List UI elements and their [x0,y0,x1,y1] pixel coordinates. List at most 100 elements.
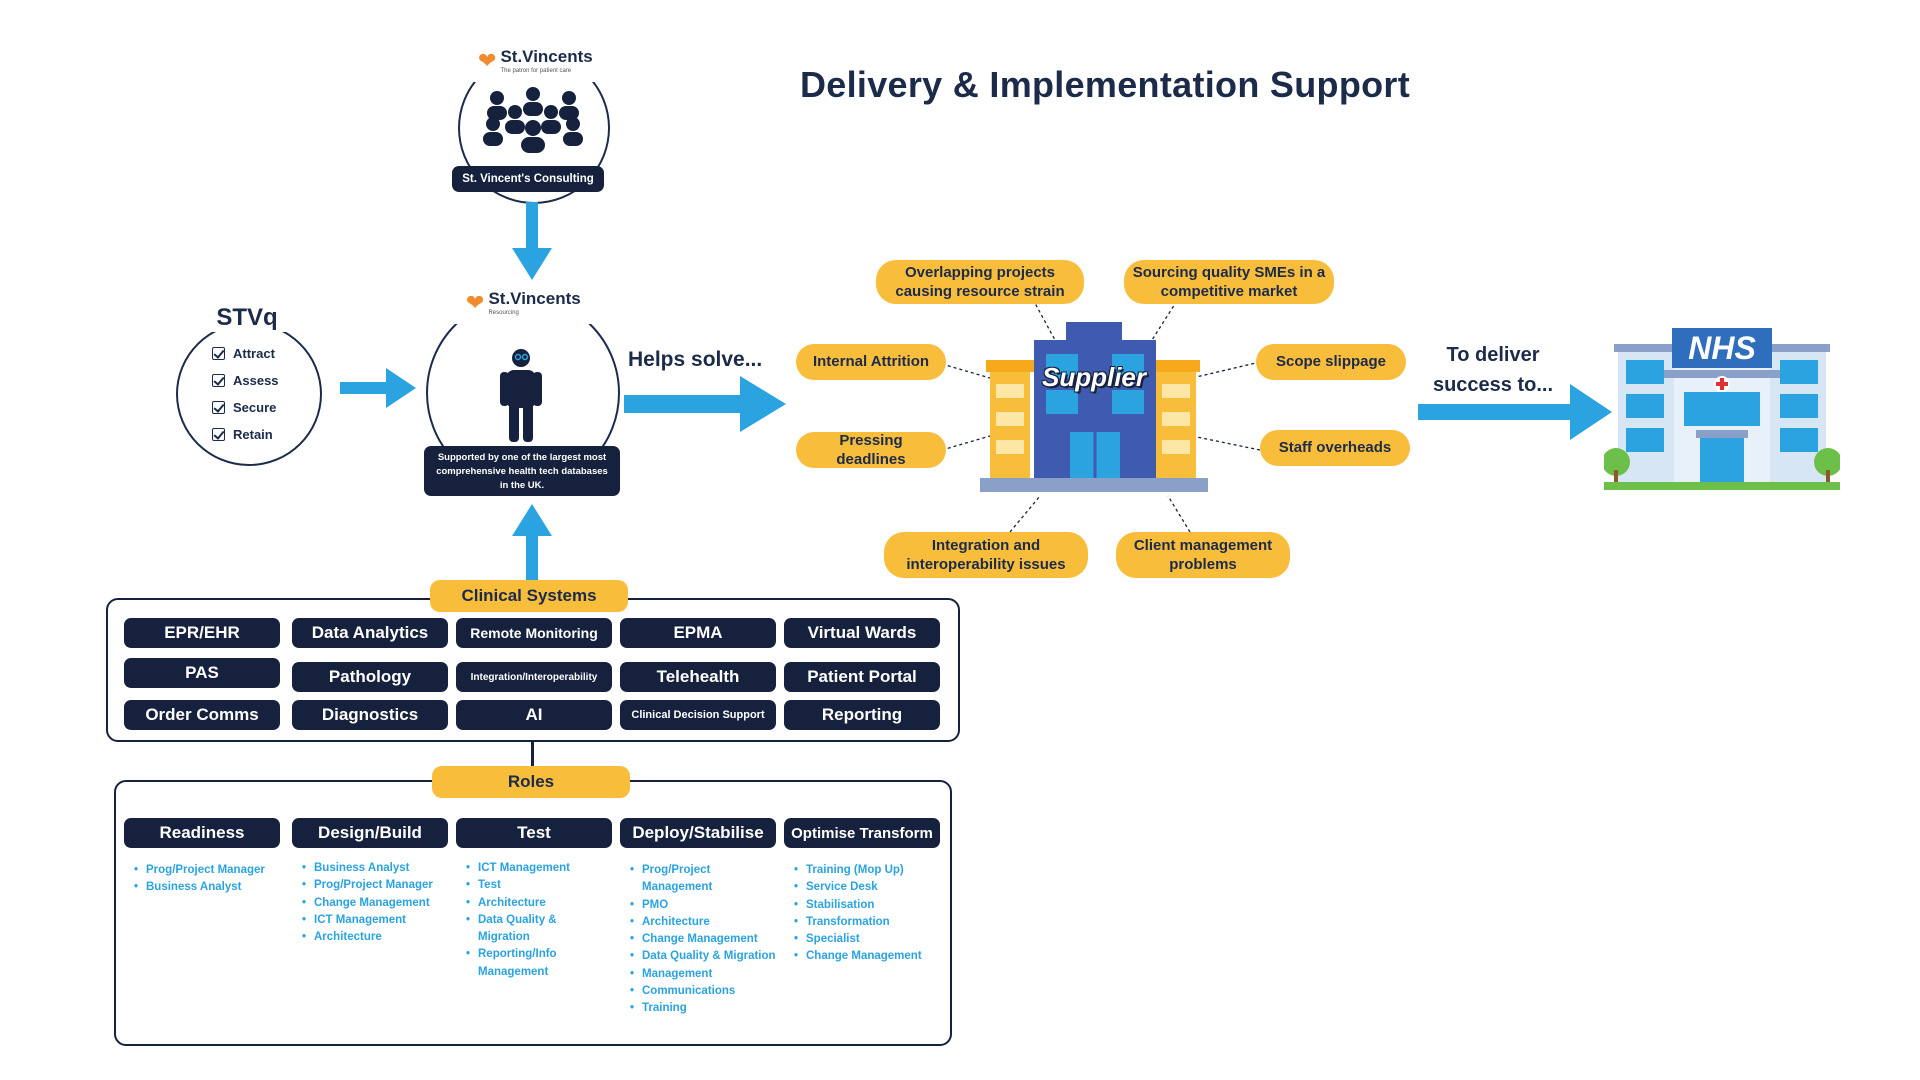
stvq-item-label: Secure [233,400,277,415]
problem-bubble: Pressing deadlines [796,432,946,468]
checkbox-icon [212,347,225,360]
arrow-right [624,376,786,432]
role-item: Architecture [630,914,780,932]
resourcing-caption: Supported by one of the largest most com… [424,446,620,496]
stvq-checklist: Attract Assess Secure Retain [212,346,279,442]
system-pill: AI [456,700,612,730]
problem-bubble: Sourcing quality SMEs in a competitive m… [1124,260,1334,304]
arrow-up [512,504,552,582]
system-pill: Remote Monitoring [456,618,612,648]
stvq-item: Secure [212,400,279,415]
person-icon [500,349,542,442]
role-item: Data Quality & Migration [630,948,780,966]
role-heading: Readiness [124,818,280,848]
system-pill: Order Comms [124,700,280,730]
arrow-right [1418,384,1612,440]
logo-tagline: The patron for patient care [500,68,572,74]
logo-brand: St.Vincents [500,47,593,66]
team-group-icon [483,87,583,153]
problem-bubble: Internal Attrition [796,344,946,380]
building-icon [980,322,1208,492]
role-list: ICT Management Test Architecture Data Qu… [466,860,606,981]
role-item: Architecture [466,895,606,913]
role-item: ICT Management [466,860,606,878]
problem-bubble: Scope slippage [1256,344,1406,380]
role-list: Prog/Project Management PMO Architecture… [630,862,780,1018]
heart-logo-icon: ❤ [478,48,497,73]
system-pill: Data Analytics [292,618,448,648]
deliver-line: To deliver [1446,344,1540,366]
role-item: Specialist [794,931,946,949]
role-item: Business Analyst [134,879,274,897]
role-item: Service Desk [794,879,946,897]
page-title: Delivery & Implementation Support [800,64,1410,105]
stvq-circle [176,332,322,466]
role-item: Change Management [302,895,448,913]
system-pill: Diagnostics [292,700,448,730]
helps-solve-label: Helps solve... [628,348,763,371]
arrow-down [512,202,552,280]
system-pill: Virtual Wards [784,618,940,648]
checkbox-icon [212,401,225,414]
role-list: Business Analyst Prog/Project Manager Ch… [302,860,448,947]
system-pill: Reporting [784,700,940,730]
arrow-right [340,368,416,408]
clinical-systems-label: Clinical Systems [430,580,628,612]
problem-bubble: Overlapping projects causing resource st… [876,260,1084,304]
role-heading: Test [456,818,612,848]
system-pill: EPR/EHR [124,618,280,648]
system-pill: Telehealth [620,662,776,692]
stvq-item: Assess [212,373,279,388]
system-pill: PAS [124,658,280,688]
role-heading: Optimise Transform [784,818,940,848]
system-pill: Integration/Interoperability [456,662,612,692]
logo-brand: St.Vincents [488,289,581,308]
panel-connector [531,742,534,772]
role-item: Test [466,877,606,895]
role-heading: Design/Build [292,818,448,848]
problem-bubble: Integration and interoperability issues [884,532,1088,578]
role-item: Communications [630,983,780,1001]
role-item: Prog/Project Manager [134,862,274,880]
role-item: Architecture [302,929,448,947]
role-item: Change Management [630,931,780,949]
stvq-item: Attract [212,346,279,361]
system-pill: Clinical Decision Support [620,700,776,730]
role-item: Training (Mop Up) [794,862,946,880]
role-list: Prog/Project Manager Business Analyst [134,862,274,897]
role-item: Business Analyst [302,860,448,878]
resourcing-logo: ❤ St.Vincents Resourcing [466,290,581,316]
deliver-line: success to... [1432,374,1554,396]
role-item: PMO [630,897,780,915]
heart-logo-icon: ❤ [466,290,485,315]
role-item: Data Quality & Migration [466,912,606,947]
logo-tagline: Resourcing [488,310,519,316]
problem-bubble: Client management problems [1116,532,1290,578]
role-item: Stabilisation [794,897,946,915]
role-item: Management [630,966,780,984]
roles-label: Roles [432,766,630,798]
role-item: ICT Management [302,912,448,930]
role-list: Training (Mop Up) Service Desk Stabilisa… [794,862,946,966]
role-item: Reporting/Info Management [466,946,606,981]
checkbox-icon [212,428,225,441]
role-item: Prog/Project Manager [302,877,448,895]
role-item: Prog/Project Management [630,862,780,897]
system-pill: Patient Portal [784,662,940,692]
stvq-item: Retain [212,427,279,442]
consulting-label: St. Vincent's Consulting [452,166,604,192]
role-item: Training [630,1000,780,1018]
role-item: Transformation [794,914,946,932]
stvincents-logo: ❤ St.Vincents The patron for patient car… [478,48,593,74]
stvq-item-label: Attract [233,346,275,361]
deliver-label: To deliver success to... [1418,340,1568,400]
problem-bubble: Staff overheads [1260,430,1410,466]
nhs-logo: NHS [1672,328,1772,368]
role-item: Change Management [794,948,946,966]
supplier-label: Supplier [1041,362,1146,392]
stvq-item-label: Assess [233,373,279,388]
stvq-item-label: Retain [233,427,273,442]
system-pill: Pathology [292,662,448,692]
stvq-title: STVq [216,304,278,331]
role-heading: Deploy/Stabilise [620,818,776,848]
